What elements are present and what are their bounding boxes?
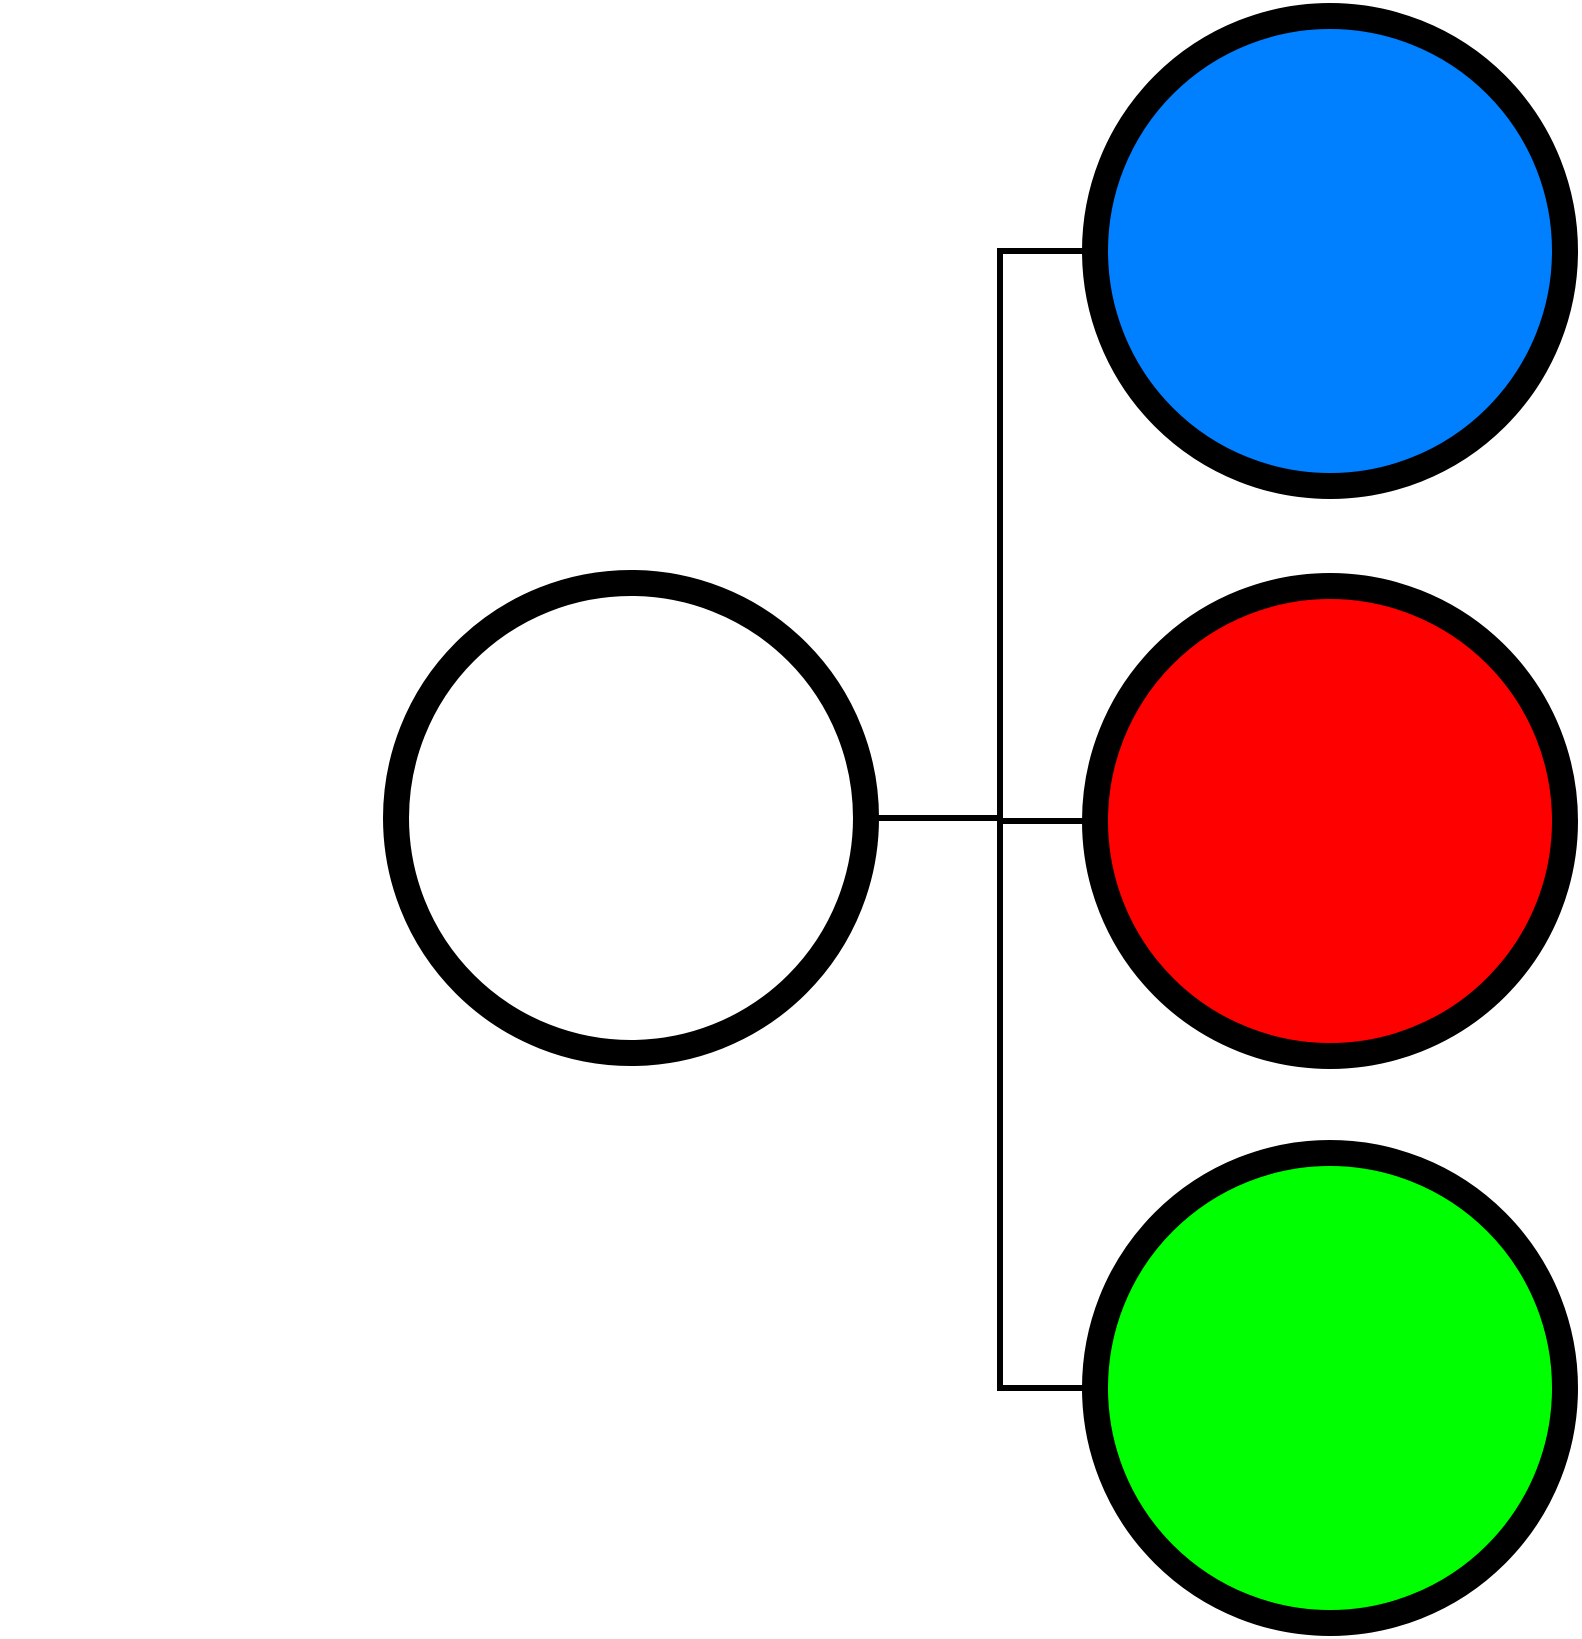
connector-lines: [872, 248, 1084, 1391]
blue-node: [1082, 3, 1578, 499]
root-node: [383, 570, 879, 1066]
red-node: [1082, 573, 1578, 1069]
green-node: [1082, 1140, 1578, 1636]
